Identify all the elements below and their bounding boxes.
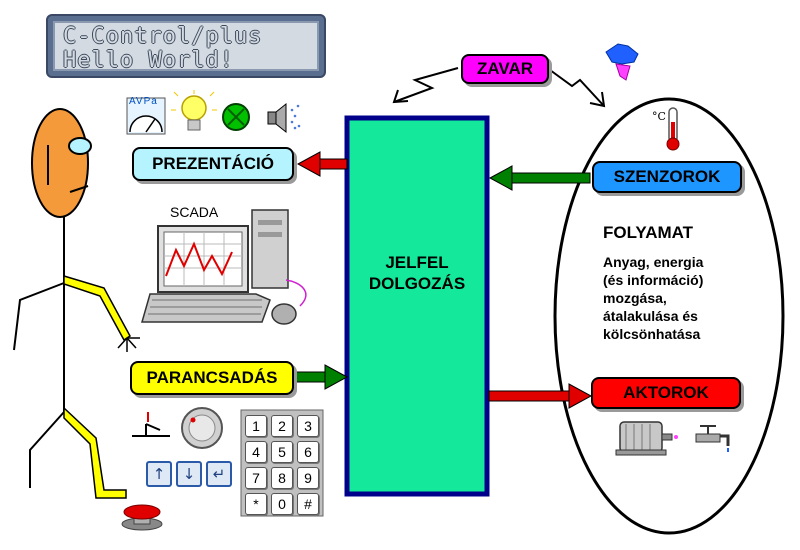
light-bulb-icon xyxy=(171,90,217,131)
signal-processing-block xyxy=(344,115,490,497)
keypad-key-hash[interactable]: # xyxy=(297,493,319,515)
arrow-up-key[interactable]: ↑ xyxy=(146,461,172,487)
keypad-key-3[interactable]: 3 xyxy=(297,415,319,437)
parancsadas-label: PARANCSADÁS xyxy=(130,361,294,395)
gauge-icon xyxy=(126,97,166,135)
gauge-unit: AVPa xyxy=(129,96,158,107)
green-indicator-icon xyxy=(222,103,250,131)
lcd-display: C-Control/plus Hello World! xyxy=(46,14,326,78)
aktorok-label: AKTOROK xyxy=(591,377,741,409)
cloud-icon xyxy=(605,43,639,81)
keypad-key-1[interactable]: 1 xyxy=(245,415,267,437)
speaker-icon xyxy=(267,102,301,134)
lcd-line-2: Hello World! xyxy=(63,48,234,73)
operator-figure xyxy=(13,108,140,499)
keypad-key-8[interactable]: 8 xyxy=(271,467,293,489)
folyamat-desc-line: Anyag, energia xyxy=(603,254,704,270)
valve-icon xyxy=(695,425,730,452)
rotary-knob-icon xyxy=(181,407,223,449)
lcd-line-1: C-Control/plus xyxy=(63,24,263,49)
folyamat-description: Anyag, energia (és információ) mozgása, … xyxy=(603,253,703,343)
motor-icon xyxy=(615,421,678,456)
zavar-label: ZAVAR xyxy=(461,54,549,84)
switch-icon xyxy=(132,412,170,437)
operator-head xyxy=(31,108,89,218)
folyamat-title: FOLYAMAT xyxy=(603,223,694,242)
keypad-key-4[interactable]: 4 xyxy=(245,441,267,463)
prezentacio-label: PREZENTÁCIÓ xyxy=(132,147,294,181)
keypad-key-9[interactable]: 9 xyxy=(297,467,319,489)
process-ellipse xyxy=(553,97,785,535)
keypad-key-star[interactable]: * xyxy=(245,493,267,515)
scada-computer-icon xyxy=(141,209,307,325)
keypad-key-5[interactable]: 5 xyxy=(271,441,293,463)
emergency-button-icon xyxy=(121,504,163,531)
operator-leg xyxy=(63,406,127,499)
disturbance-arrows xyxy=(392,67,606,108)
operator-eye xyxy=(68,137,92,155)
folyamat-desc-line: átalakulása és xyxy=(603,308,698,324)
thermometer-unit: °C xyxy=(652,110,666,123)
thermometer-icon xyxy=(666,107,680,151)
arrow-to-aktorok xyxy=(488,383,593,409)
arrow-to-prezentacio xyxy=(296,151,348,177)
enter-key[interactable]: ↵ xyxy=(206,461,232,487)
keypad-key-0[interactable]: 0 xyxy=(271,493,293,515)
folyamat-desc-line: (és információ) xyxy=(603,272,704,288)
scada-label: SCADA xyxy=(170,204,219,220)
keypad-key-2[interactable]: 2 xyxy=(271,415,293,437)
jelfel-line-2: DOLGOZÁS xyxy=(368,274,466,293)
arrow-from-szenzorok xyxy=(488,165,591,191)
jelfel-title: JELFEL DOLGOZÁS xyxy=(347,252,487,294)
keypad-key-6[interactable]: 6 xyxy=(297,441,319,463)
folyamat-desc-line: mozgása, xyxy=(603,290,667,306)
keypad-key-7[interactable]: 7 xyxy=(245,467,267,489)
arrow-down-key[interactable]: ↓ xyxy=(176,461,202,487)
folyamat-desc-line: kölcsönhatása xyxy=(603,326,701,342)
jelfel-line-1: JELFEL xyxy=(385,253,449,272)
operator-arm xyxy=(63,274,131,342)
szenzorok-label: SZENZOROK xyxy=(592,161,742,193)
arrow-from-parancsadas xyxy=(292,364,349,390)
